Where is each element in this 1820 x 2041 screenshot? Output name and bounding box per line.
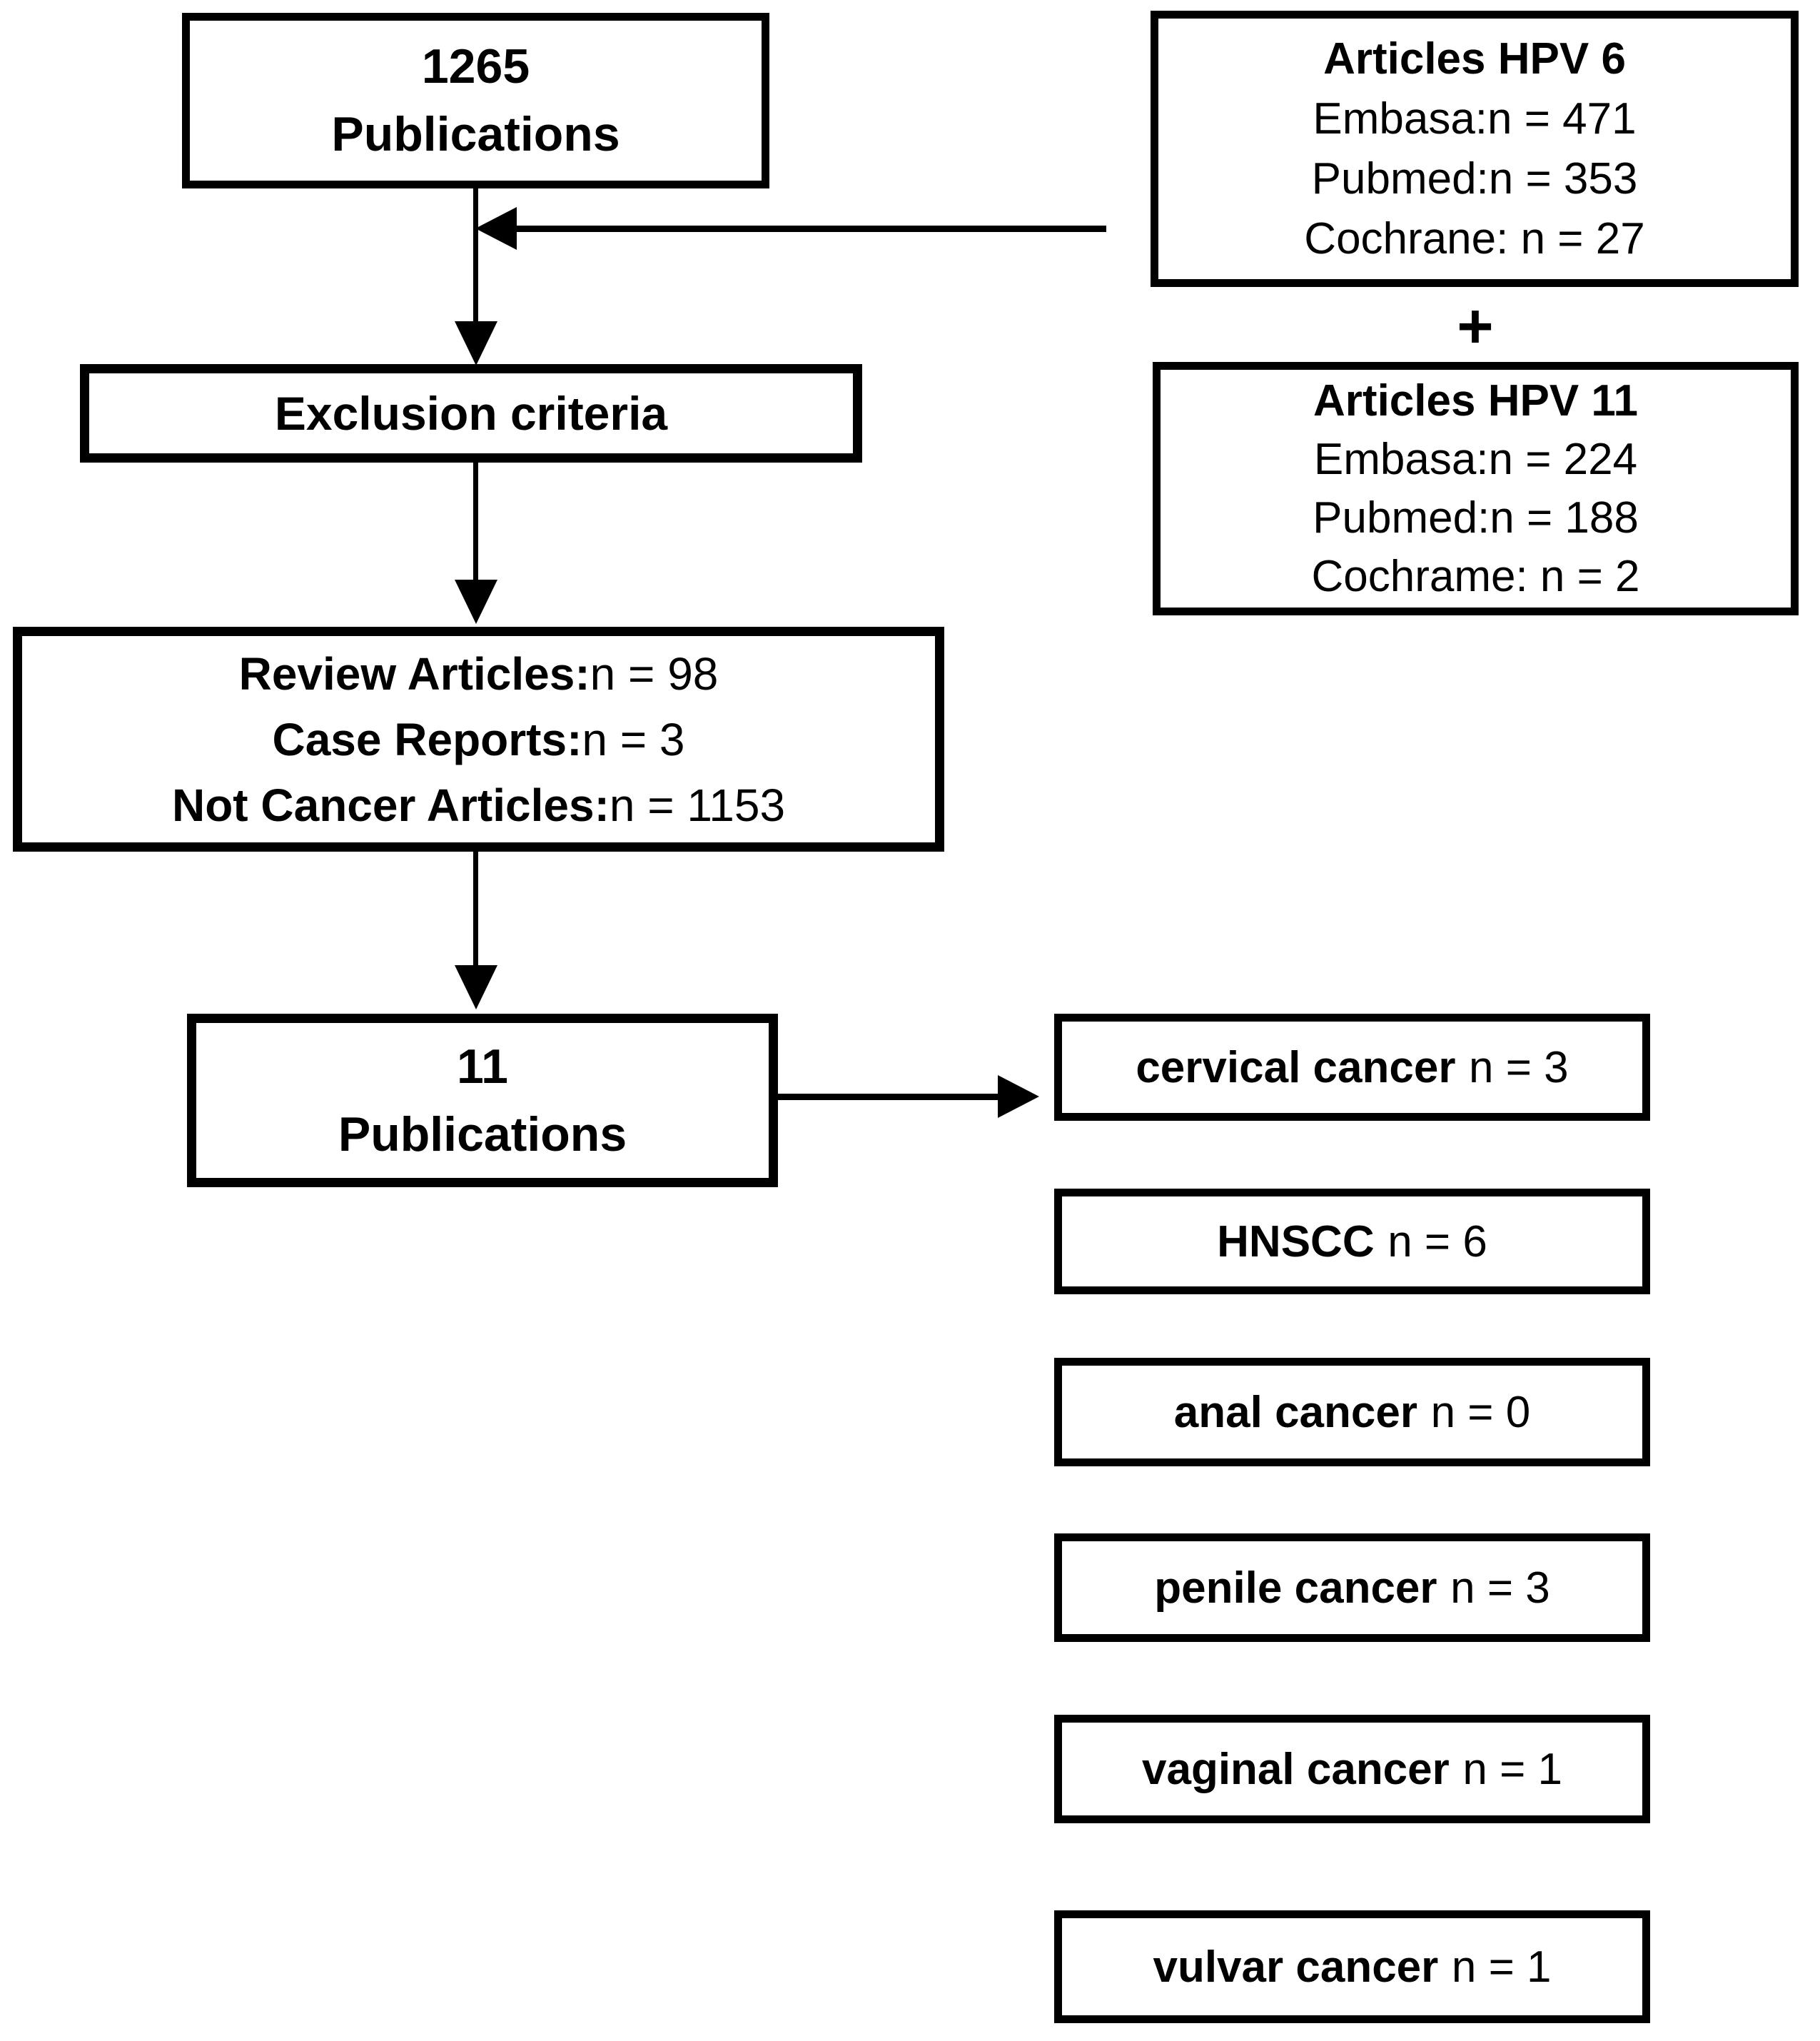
hpv11-pubmed-count: Pubmed:n = 188 (1313, 493, 1639, 543)
outcome-name: cervical cancer (1136, 1042, 1456, 1092)
connector-line-sources-to-main (516, 226, 1106, 232)
connector-line-publications-to-exclusion (473, 187, 478, 323)
box-1265-publications: 1265 Publications (182, 13, 769, 188)
box-exclusion-criteria: Exclusion criteria (80, 364, 862, 463)
box-11-publications: 11 Publications (187, 1014, 778, 1187)
connector-line-exclusion-to-reasons (473, 461, 478, 581)
exclusion-criteria-label: Exclusion criteria (274, 387, 668, 440)
hpv11-embasa-count: Embasa:n = 224 (1313, 434, 1638, 484)
arrowhead-down-reasons (455, 580, 497, 624)
outcome-line: penile cancer n = 3 (1154, 1563, 1550, 1613)
connector-line-reasons-to-final (473, 850, 478, 967)
arrowhead-right-outcomes (998, 1075, 1039, 1118)
reason-label: Case Reports: (272, 713, 582, 765)
reason-review-articles: Review Articles:n = 98 (239, 641, 719, 707)
box-articles-hpv11: Articles HPV 11 Embasa:n = 224 Pubmed:n … (1153, 362, 1799, 615)
reason-value: n = 1153 (609, 779, 786, 831)
hpv11-title: Articles HPV 11 (1313, 376, 1638, 425)
arrowhead-left-into-main-line (475, 207, 517, 250)
hpv6-cochrane-count: Cochrane: n = 27 (1304, 213, 1645, 263)
outcome-count: n = 3 (1469, 1042, 1569, 1092)
connector-line-final-to-outcomes (774, 1094, 999, 1100)
outcome-count: n = 1 (1451, 1942, 1552, 1992)
outcome-count: n = 1 (1462, 1744, 1562, 1794)
outcome-line: cervical cancer n = 3 (1136, 1042, 1568, 1093)
outcome-name: vulvar cancer (1153, 1942, 1439, 1992)
arrowhead-down-final-publications (455, 965, 497, 1009)
box-penile-cancer: penile cancer n = 3 (1054, 1533, 1650, 1642)
outcome-count: n = 3 (1450, 1563, 1550, 1613)
hpv6-pubmed-count: Pubmed:n = 353 (1311, 153, 1638, 203)
plus-sign: + (1457, 291, 1494, 361)
outcome-name: vaginal cancer (1141, 1744, 1450, 1794)
hpv6-embasa-count: Embasa:n = 471 (1313, 94, 1637, 143)
outcome-name: anal cancer (1173, 1387, 1417, 1437)
reason-not-cancer-articles: Not Cancer Articles:n = 1153 (172, 772, 785, 838)
reason-label: Not Cancer Articles: (171, 779, 610, 831)
outcome-count: n = 0 (1430, 1387, 1531, 1437)
box-articles-hpv6: Articles HPV 6 Embasa:n = 471 Pubmed:n =… (1151, 11, 1799, 287)
box-cervical-cancer: cervical cancer n = 3 (1054, 1014, 1650, 1121)
hpv6-title: Articles HPV 6 (1323, 34, 1626, 84)
outcome-count: n = 6 (1387, 1216, 1487, 1266)
reason-label: Review Articles: (238, 647, 590, 700)
arrowhead-down-exclusion (455, 321, 497, 366)
box-anal-cancer: anal cancer n = 0 (1054, 1358, 1650, 1466)
reason-value: n = 98 (590, 647, 719, 700)
reason-case-reports: Case Reports:n = 3 (272, 707, 684, 772)
initial-publication-count: 1265 (421, 39, 530, 94)
box-exclusion-reasons: Review Articles:n = 98 Case Reports:n = … (13, 627, 944, 852)
hpv11-cochrane-count: Cochrame: n = 2 (1311, 551, 1640, 601)
initial-publication-label: Publications (331, 107, 620, 161)
outcome-name: HNSCC (1217, 1216, 1375, 1266)
final-publication-count: 11 (457, 1039, 508, 1094)
reason-value: n = 3 (582, 713, 685, 765)
outcome-line: anal cancer n = 0 (1174, 1387, 1530, 1438)
final-publication-label: Publications (338, 1107, 627, 1161)
outcome-name: penile cancer (1154, 1563, 1437, 1613)
